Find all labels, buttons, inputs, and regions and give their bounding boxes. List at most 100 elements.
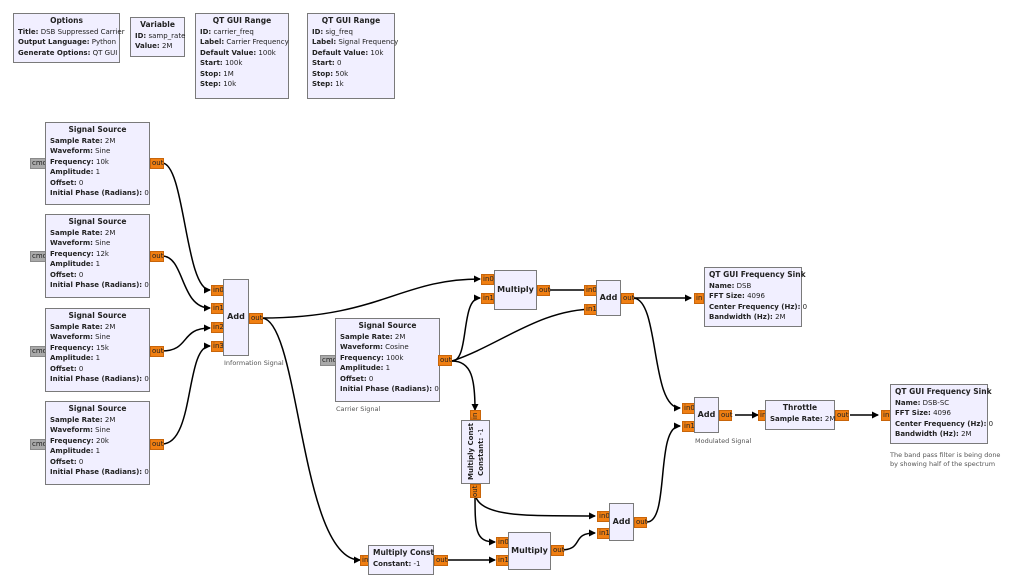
prop-value: 2M (775, 313, 786, 321)
prop-label: Default Value: (312, 48, 369, 57)
out-port[interactable]: out (150, 346, 164, 357)
prop-value: 1 (95, 354, 101, 362)
signal-source-block[interactable]: Signal Source Sample Rate: 2M Waveform: … (335, 318, 440, 402)
variable-block[interactable]: Variable ID: samp_rate Value: 2M (130, 17, 185, 57)
prop-value: 0 (336, 59, 342, 67)
prop-value: Sine (95, 239, 111, 247)
cmd-port[interactable]: cmd (320, 355, 338, 366)
prop-value: 0 (988, 419, 994, 428)
prop-value: Sine (95, 426, 111, 434)
prop-label: Sample Rate: (50, 322, 103, 331)
prop-label: Constant: (373, 559, 412, 568)
out-port[interactable]: out (621, 293, 635, 304)
prop-value: Sine (95, 333, 111, 341)
options-block[interactable]: Options Title: DSB Suppressed Carrier Ou… (13, 13, 125, 63)
multiply-block[interactable]: Multiply (494, 270, 537, 310)
add-block[interactable]: Add (596, 280, 621, 316)
prop-label: Initial Phase (Radians): (340, 385, 433, 393)
prop-value: 10k (96, 157, 109, 166)
block-title: Variable (140, 20, 175, 29)
signal-source-block[interactable]: Signal Source Sample Rate: 2M Waveform: … (45, 401, 150, 485)
prop-label: Waveform: (50, 239, 93, 247)
prop-label: Offset: (50, 178, 77, 187)
qt-gui-range-carrier-block[interactable]: QT GUI Range ID: carrier_freq Label: Car… (195, 13, 289, 99)
cmd-port[interactable]: cmd (30, 158, 48, 169)
prop-value: 2M (961, 430, 972, 438)
wire-src1-add (161, 162, 211, 294)
out-port[interactable]: out (634, 517, 648, 528)
prop-value: 2M (824, 414, 836, 423)
prop-label: Bandwidth (Hz): (709, 313, 773, 321)
prop-value: 15k (96, 343, 109, 352)
prop-value: 0 (802, 302, 808, 311)
prop-value: 12k (96, 249, 109, 258)
prop-label: Generate Options: (18, 48, 91, 57)
freq-sink-block[interactable]: QT GUI Frequency Sink Name: DSB FFT Size… (704, 267, 807, 327)
in1-port[interactable]: in1 (481, 293, 494, 304)
prop-value: Cosine (385, 343, 409, 351)
multiply-const-block[interactable]: Multiply Const Constant: -1 (368, 545, 434, 575)
block-title: Multiply Const (373, 548, 435, 557)
prop-label: Initial Phase (Radians): (50, 468, 143, 476)
out-port[interactable]: out (835, 410, 849, 421)
in0-port[interactable]: in0 (481, 274, 494, 285)
freq-sink-block[interactable]: QT GUI Frequency Sink Name: DSB-SC FFT S… (890, 384, 993, 444)
cmd-port[interactable]: cmd (30, 439, 48, 450)
throttle-block[interactable]: Throttle Sample Rate: 2M (765, 400, 835, 430)
prop-label: Label: (200, 38, 225, 46)
prop-value: 0 (144, 189, 149, 197)
prop-label: Initial Phase (Radians): (50, 189, 143, 197)
wire-carrier-mult (451, 294, 481, 362)
cmd-port[interactable]: cmd (30, 346, 48, 357)
prop-value: 2M (104, 322, 116, 331)
in-port[interactable]: in (470, 410, 481, 420)
block-title: Signal Source (68, 217, 127, 226)
block-title: Signal Source (68, 125, 127, 134)
prop-value: 1 (95, 447, 101, 455)
wire-multconstv-multbot (474, 491, 496, 546)
prop-label: Sample Rate: (50, 415, 103, 424)
prop-value: 0 (78, 364, 84, 373)
add-block[interactable]: Add (223, 279, 249, 356)
signal-source-block[interactable]: Signal Source Sample Rate: 2M Waveform: … (45, 122, 150, 205)
prop-label: Default Value: (200, 48, 257, 57)
out-port[interactable]: out (470, 484, 481, 498)
add-block[interactable]: Add (609, 503, 634, 541)
prop-value: 1M (223, 69, 234, 78)
out-port[interactable]: out (150, 251, 164, 262)
prop-label: ID: (312, 27, 324, 36)
prop-label: ID: (135, 31, 147, 40)
prop-label: Waveform: (50, 426, 93, 434)
prop-label: Initial Phase (Radians): (50, 281, 143, 289)
prop-value: Signal Frequency (338, 38, 399, 46)
out-port[interactable]: out (150, 158, 164, 169)
prop-label: Step: (312, 80, 333, 88)
out-port[interactable]: out (249, 313, 263, 324)
prop-label: Center Frequency (Hz): (709, 302, 801, 311)
signal-source-block[interactable]: Signal Source Sample Rate: 2M Waveform: … (45, 214, 150, 298)
prop-value: 1 (95, 260, 101, 268)
out-port[interactable]: out (537, 285, 551, 296)
signal-source-block[interactable]: Signal Source Sample Rate: 2M Waveform: … (45, 308, 150, 392)
out-port[interactable]: out (150, 439, 164, 450)
in-port[interactable]: in (694, 293, 704, 304)
multiply-block[interactable]: Multiply (508, 532, 551, 570)
prop-value: 4096 (747, 292, 765, 300)
prop-value: 10k (223, 80, 237, 88)
out-port[interactable]: out (719, 410, 733, 421)
add-block[interactable]: Add (694, 397, 719, 433)
wire-src2-add (161, 255, 211, 312)
out-port[interactable]: out (434, 555, 448, 566)
cmd-port[interactable]: cmd (30, 251, 48, 262)
qt-gui-range-signal-block[interactable]: QT GUI Range ID: sig_freq Label: Signal … (307, 13, 399, 99)
out-port[interactable]: out (551, 545, 565, 556)
block-comment: Carrier Signal (336, 405, 381, 413)
prop-value: Python (91, 38, 117, 46)
out-port[interactable]: out (438, 355, 452, 366)
prop-value: DSB-SC (922, 398, 950, 407)
multiply-const-block[interactable]: Multiply Const Constant: -1 (461, 420, 490, 484)
prop-label: Waveform: (50, 333, 93, 341)
prop-label: Output Language: (18, 38, 90, 46)
prop-label: FFT Size: (709, 292, 745, 300)
prop-value: 1 (385, 364, 391, 372)
